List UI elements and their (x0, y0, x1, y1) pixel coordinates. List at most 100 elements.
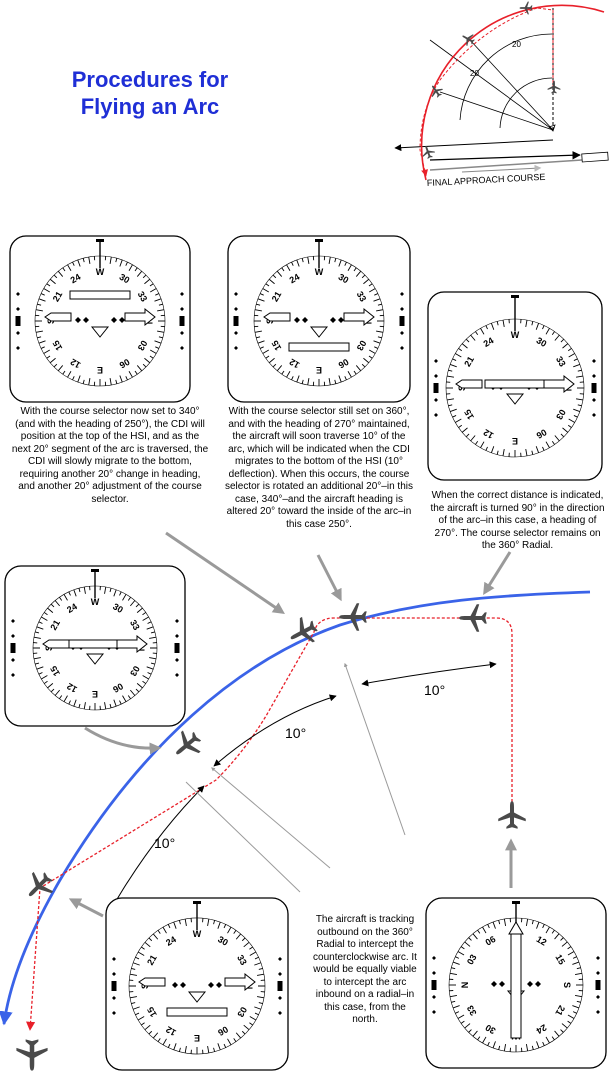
hsi-card-label: S (562, 982, 572, 988)
hsi-card-label: W (193, 929, 202, 939)
inset-diagram: 20 20 FINAL APPROACH COURSE (394, 1, 609, 188)
pointer-lines (185, 662, 406, 893)
hsi-card-label: 12 (69, 357, 83, 371)
hsi-card-label: 33 (465, 1004, 479, 1018)
hsi-card-label: 30 (484, 1022, 498, 1036)
hsi-card-label: 12 (65, 681, 79, 695)
hsi-card-label: 15 (462, 408, 476, 422)
aircraft-icon (498, 801, 526, 829)
hsi-card-label: 24 (65, 601, 79, 615)
inset-east-line (394, 139, 554, 152)
hsi-card-label: 33 (355, 290, 369, 304)
angle-label: 10° (154, 835, 175, 851)
hsi-card-label: 21 (462, 355, 476, 369)
hsi-card-label: 33 (136, 290, 150, 304)
hsi-instrument: W3033N0306E1215S2124 (427, 291, 603, 481)
hsi-card-label: 24 (69, 272, 83, 286)
hsi-card-label: E (97, 365, 103, 375)
hsi-card-label: W (315, 267, 324, 277)
caption-step-4: The aircraft is tracking outbound on the… (313, 914, 417, 1025)
hsi-card-label: 30 (337, 272, 351, 286)
hsi-card-label: 30 (118, 272, 132, 286)
hsi-card-label: 03 (235, 1005, 249, 1019)
angle-arrow (361, 661, 497, 687)
title-line-1: Procedures for (71, 67, 229, 92)
angle-label: 10° (424, 682, 445, 698)
hsi-instrument: W3033N0306E1215S2124 (227, 235, 411, 403)
hsi-card-label: 03 (554, 408, 568, 422)
hsi-card-label: 24 (288, 272, 302, 286)
caption-step-3: When the correct distance is indicated, … (430, 490, 605, 551)
hsi-card-label: N (460, 982, 470, 989)
hsi-card-label: 30 (535, 335, 549, 349)
hsi-card-label: E (512, 436, 518, 446)
hsi-card-label: W (96, 267, 105, 277)
hsi-card-label: 06 (484, 934, 498, 948)
inset-flight-path (420, 7, 554, 176)
final-approach-label: FINAL APPROACH COURSE (427, 172, 546, 188)
hsi-card-label: 12 (535, 934, 549, 948)
hsi-card-label: 21 (51, 290, 65, 304)
hsi-card-label: 06 (216, 1024, 230, 1038)
aircraft-icon (16, 1039, 48, 1071)
hsi-card-label: 33 (554, 355, 568, 369)
hsi-card-label: 12 (164, 1024, 178, 1038)
inset-west-line (429, 151, 581, 161)
inset-angle-label: 20 (512, 40, 521, 49)
aircraft-icon (459, 604, 487, 632)
hsi-card-label: W (91, 597, 100, 607)
hsi-card-label: 06 (111, 681, 125, 695)
hsi-card-label: 06 (535, 427, 549, 441)
angle-arrow (213, 694, 337, 767)
hsi-card-label: 33 (235, 953, 249, 967)
aircraft-icon (339, 603, 367, 631)
hsi-card-label: 03 (355, 339, 369, 353)
hsi-card-label: 33 (128, 618, 142, 632)
aircraft-icon (284, 613, 322, 651)
hsi-card-label: 15 (48, 664, 62, 678)
hsi-card-label: 06 (118, 357, 132, 371)
flight-path (26, 617, 513, 1031)
caption-step-1: With the course selector now set to 340°… (11, 406, 209, 505)
inset-vor-symbol (548, 124, 556, 132)
hsi-instrument: 24W3033N0306E1215S21 (4, 565, 186, 727)
final-approach-course (429, 151, 609, 173)
hsi-card-label: 21 (145, 953, 159, 967)
hsi-card-label: E (92, 689, 98, 699)
hsi-card-label: 15 (270, 339, 284, 353)
title-line-2: Flying an Arc (80, 94, 220, 119)
hsi-card-label: 12 (288, 357, 302, 371)
caption-step-2: With the course selector still set on 36… (224, 406, 413, 530)
hsi-card-label: 15 (553, 953, 567, 967)
hsi-card-label: 15 (51, 339, 65, 353)
hsi-card-label: 30 (111, 601, 125, 615)
hsi-card-label: 21 (553, 1004, 567, 1018)
pointer-arrows (68, 531, 517, 918)
hsi-instrument: 24W3033N0306E1215S21 (9, 235, 191, 403)
hsi-card-label: 03 (465, 953, 479, 967)
hsi-card-label: 03 (136, 339, 150, 353)
hsi-card-label: 03 (128, 664, 142, 678)
hsi-card-label: E (316, 365, 322, 375)
inset-plane-icon (547, 80, 561, 94)
hsi-card-label: 24 (164, 934, 178, 948)
inset-radials (429, 33, 554, 131)
hsi-card-label: 24 (535, 1022, 549, 1036)
angle-label: 10° (285, 725, 306, 741)
hsi-card-label: 30 (216, 934, 230, 948)
hsi-card-label: 21 (270, 290, 284, 304)
page-title: Procedures for Flying an Arc (30, 66, 270, 120)
hsi-card-label: E (194, 1033, 200, 1043)
inset-angle-label: 20 (470, 69, 479, 78)
hsi-instrument: N0306E1215S2124W3033 (425, 897, 607, 1069)
aircraft-icon (19, 866, 59, 906)
hsi-card-label: 12 (482, 427, 496, 441)
hsi-instrument: 24W3033N0306E1215S21 (105, 897, 289, 1071)
hsi-card-label: 24 (482, 335, 496, 349)
hsi-card-label: W (511, 330, 520, 340)
hsi-card-label: 06 (337, 357, 351, 371)
hsi-card-label: 15 (145, 1005, 159, 1019)
inset-plane-icon (459, 30, 477, 48)
inset-arc (420, 4, 605, 181)
